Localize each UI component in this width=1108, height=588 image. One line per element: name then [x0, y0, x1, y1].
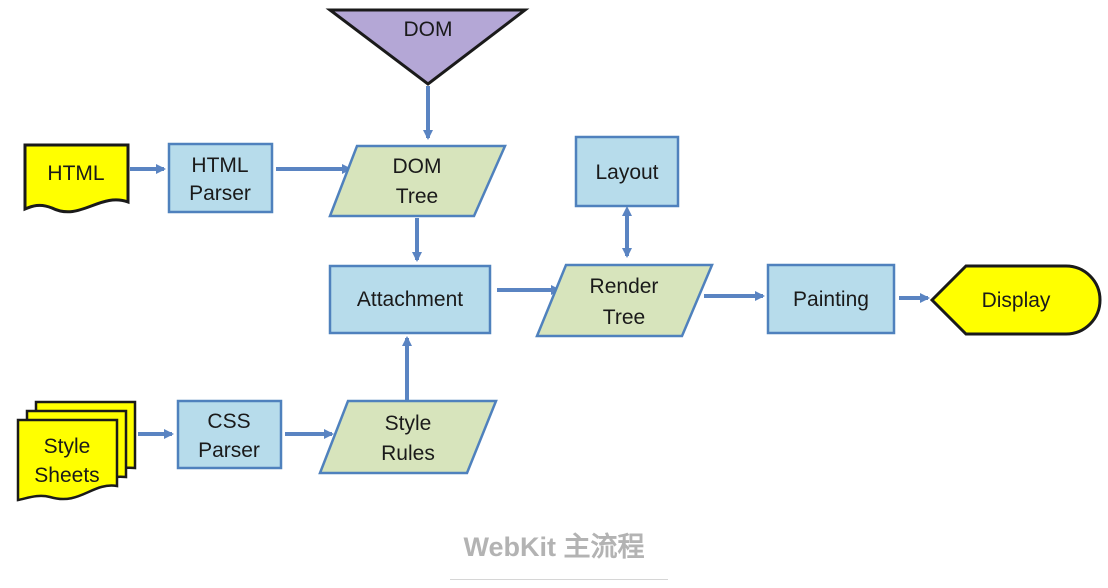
arrows: [130, 86, 930, 439]
render-tree-node: Render Tree: [535, 263, 714, 338]
layout-label: Layout: [595, 161, 658, 184]
style-sheets-label-line2: Sheets: [34, 464, 99, 487]
dom-node: DOM: [325, 8, 530, 86]
style-sheets-label-line1: Style: [44, 435, 91, 458]
display-label: Display: [982, 289, 1051, 312]
css-parser-label-line1: CSS: [207, 410, 250, 433]
style-rules-label-line2: Rules: [381, 442, 435, 465]
render-tree-label-line1: Render: [590, 275, 659, 298]
dom-tree-label-line1: DOM: [393, 155, 442, 178]
css-parser-label-line2: Parser: [198, 439, 260, 462]
html-label: HTML: [47, 162, 104, 185]
html-parser-label-line2: Parser: [189, 182, 251, 205]
dom-tree-node: DOM Tree: [328, 144, 507, 218]
figure-caption: WebKit 主流程: [463, 532, 645, 562]
dom-tree-label-line2: Tree: [396, 185, 438, 208]
layout-node: Layout: [574, 135, 680, 208]
attachment-label: Attachment: [357, 288, 463, 311]
display-node: Display: [929, 264, 1102, 336]
dom-label: DOM: [404, 18, 453, 41]
html-parser-node: HTML Parser: [167, 142, 274, 214]
html-parser-label-line1: HTML: [191, 154, 248, 177]
style-rules-node: Style Rules: [318, 399, 498, 475]
painting-label: Painting: [793, 288, 869, 311]
painting-node: Painting: [766, 263, 896, 335]
css-parser-node: CSS Parser: [176, 399, 283, 470]
render-tree-label-line2: Tree: [603, 306, 645, 329]
style-sheets-node: Style Sheets: [16, 400, 137, 502]
style-rules-label-line1: Style: [385, 412, 432, 435]
caption-divider: [450, 579, 668, 580]
html-document-node: HTML: [23, 143, 130, 214]
attachment-node: Attachment: [328, 264, 492, 335]
